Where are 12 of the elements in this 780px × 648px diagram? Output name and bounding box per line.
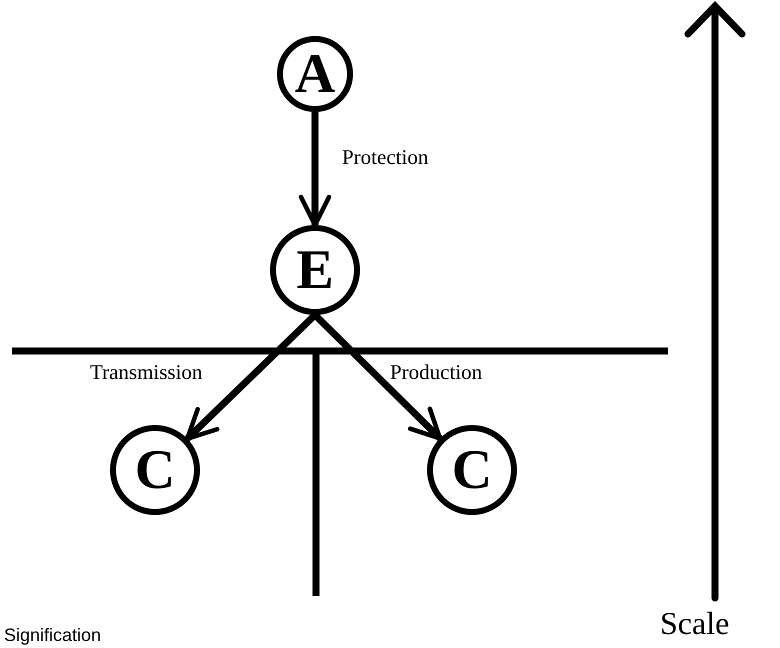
scale-label: Scale <box>660 607 730 639</box>
node-letter: C <box>134 442 176 498</box>
arrow <box>184 312 318 442</box>
edge-label: Transmission <box>90 362 202 383</box>
edge-label: Protection <box>342 147 428 168</box>
arrow <box>312 312 442 441</box>
edge-label: Production <box>390 362 482 383</box>
node-letter: A <box>294 46 336 102</box>
arrow <box>298 112 332 228</box>
node-letter: E <box>296 242 334 298</box>
node-letter: C <box>452 442 492 498</box>
caption-text: Signification <box>4 626 102 644</box>
